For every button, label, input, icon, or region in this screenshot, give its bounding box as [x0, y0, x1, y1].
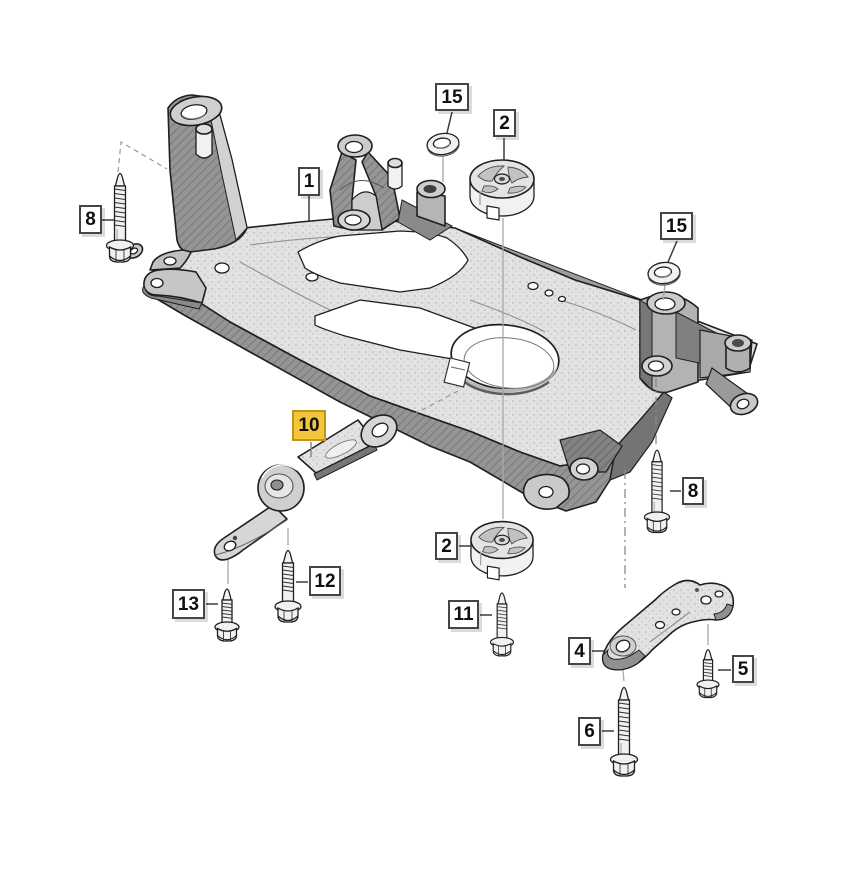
- bolt-11: [489, 592, 515, 657]
- engine-mount-top: [469, 159, 535, 221]
- callout-5[interactable]: 5: [732, 655, 754, 683]
- washer-right: [646, 260, 682, 288]
- leader-lines: [102, 111, 731, 732]
- callout-10[interactable]: 10: [292, 410, 326, 441]
- callout-13[interactable]: 13: [172, 589, 205, 619]
- bolt-5: [696, 649, 720, 699]
- callout-11[interactable]: 11: [448, 600, 479, 629]
- bolt-8-right: [643, 449, 671, 534]
- bolt-13: [214, 588, 240, 642]
- callout-12[interactable]: 12: [309, 566, 341, 596]
- engine-mount-bottom: [470, 520, 534, 581]
- callout-15-right[interactable]: 15: [660, 212, 693, 240]
- callout-6[interactable]: 6: [578, 717, 601, 746]
- callout-2-top[interactable]: 2: [493, 109, 516, 137]
- support-bracket: [601, 579, 735, 671]
- callout-8-left[interactable]: 8: [79, 205, 102, 234]
- bolt-12: [274, 549, 302, 623]
- callout-8-right[interactable]: 8: [682, 477, 704, 505]
- pendulum-support-arm: [213, 414, 398, 561]
- callout-1[interactable]: 1: [298, 167, 320, 196]
- subframe-bottom-lobes: [522, 429, 623, 510]
- callout-15-top[interactable]: 15: [435, 83, 469, 111]
- subframe-second-tower: [329, 134, 453, 241]
- bolt-6: [609, 686, 639, 777]
- callout-4[interactable]: 4: [568, 637, 591, 665]
- bolt-8-left: [105, 172, 135, 263]
- subframe-right-end: [699, 329, 759, 416]
- callout-2-bottom[interactable]: 2: [435, 532, 458, 560]
- connector-lines: [117, 141, 709, 682]
- washer-top: [425, 130, 462, 159]
- subframe-crossmember: [124, 94, 759, 512]
- subframe-front-left-tower: [149, 94, 248, 271]
